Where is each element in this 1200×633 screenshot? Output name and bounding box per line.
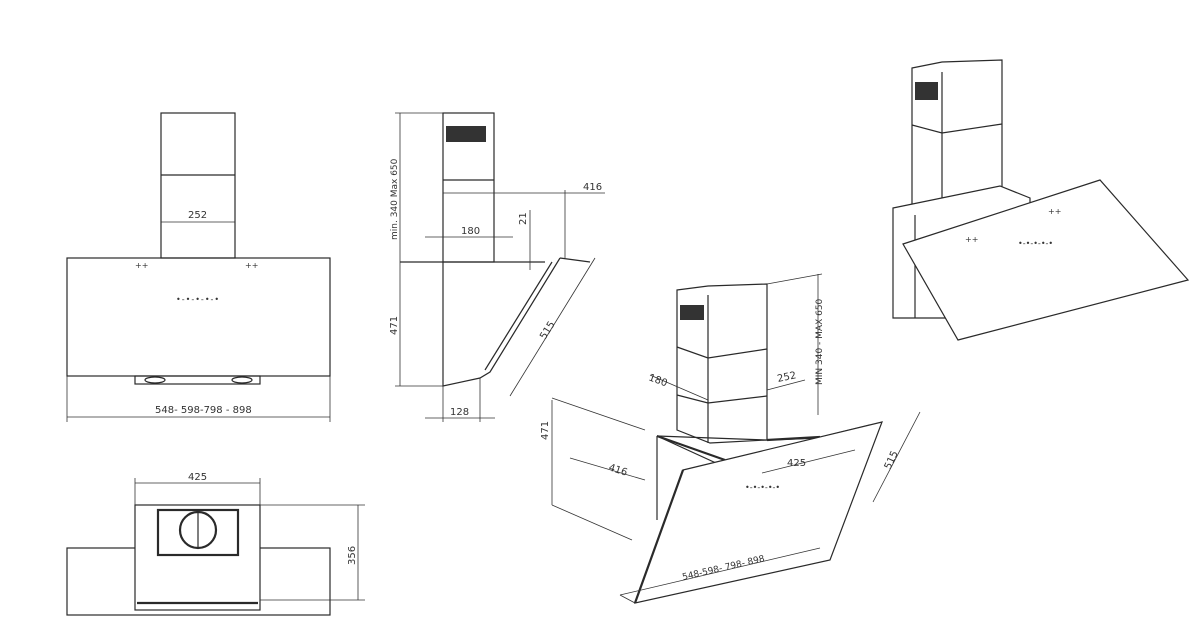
iso-dim-body-height: 471 bbox=[540, 421, 551, 440]
side-view: min. 340 Max 650 471 416 180 21 515 128 bbox=[389, 112, 605, 422]
perspective-view: ++ ++ •-•-•-•-• bbox=[892, 59, 1190, 341]
dim-body-height: 471 bbox=[389, 316, 400, 335]
filter-bar bbox=[134, 375, 261, 385]
svg-text:++: ++ bbox=[1048, 207, 1061, 216]
svg-text:++: ++ bbox=[135, 261, 148, 270]
vent-grille bbox=[446, 126, 486, 142]
hood-body bbox=[66, 257, 331, 377]
svg-text:++: ++ bbox=[245, 261, 258, 270]
control-buttons: •-•-•-•-• bbox=[745, 483, 780, 492]
dim-top-width: 425 bbox=[188, 472, 207, 483]
control-buttons: •-•-•-•-• bbox=[176, 295, 220, 304]
vent-grille bbox=[915, 82, 938, 100]
iso-dim-glass-length: 515 bbox=[883, 449, 901, 471]
dim-chimney-depth: 180 bbox=[461, 226, 480, 237]
iso-dim-chimney-height: MIN 340 - MAX 650 bbox=[815, 298, 825, 385]
dim-body-width: 548- 598-798 - 898 bbox=[155, 405, 252, 416]
iso-dim-chimney-depth: 180 bbox=[647, 372, 669, 389]
control-buttons: •-•-•-•-• bbox=[1018, 239, 1053, 248]
dim-bottom-depth: 128 bbox=[450, 407, 469, 418]
dim-chimney-width: 252 bbox=[188, 210, 207, 221]
dim-depth: 416 bbox=[583, 182, 602, 193]
chimney bbox=[160, 112, 236, 259]
svg-text:++: ++ bbox=[965, 235, 978, 244]
dim-top-depth: 356 bbox=[347, 546, 358, 565]
front-view: 252 ++ ++ •-•-•-•-• 548- 598-798 - 898 bbox=[66, 112, 331, 422]
dim-chimney-height: min. 340 Max 650 bbox=[390, 158, 400, 240]
vent-grille bbox=[680, 305, 704, 320]
iso-dim-chimney-width: 252 bbox=[776, 370, 797, 385]
dim-gap: 21 bbox=[518, 212, 529, 225]
iso-dim-depth: 416 bbox=[607, 462, 629, 478]
top-view: 425 356 bbox=[66, 472, 365, 616]
iso-view: •-•-•-•-• 471 416 425 180 252 MIN 340 - … bbox=[540, 273, 921, 604]
iso-dim-width-top: 425 bbox=[787, 458, 806, 469]
